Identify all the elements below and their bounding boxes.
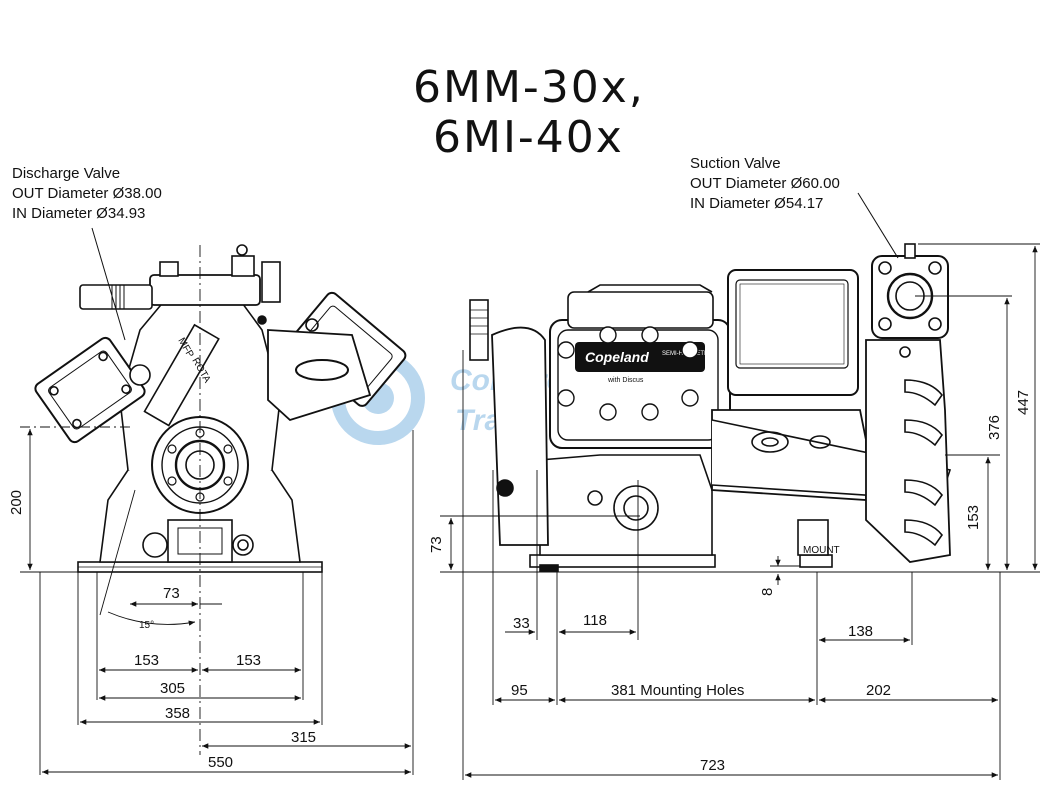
side-dim-33: 33 — [513, 615, 530, 632]
side-dim-118: 118 — [583, 612, 607, 629]
front-dim-200: 200 — [8, 490, 25, 515]
front-view-compressor — [34, 244, 407, 573]
suction-out-diameter: OUT Diameter Ø60.00 — [690, 175, 840, 192]
side-dim-95: 95 — [511, 682, 528, 699]
side-dim-447: 447 — [1015, 390, 1032, 415]
side-view-compressor: Copeland SEMI-HERMETIC with Discus — [469, 243, 952, 572]
discharge-leader-line — [91, 227, 126, 341]
discharge-valve-spec: Discharge Valve OUT Diameter Ø38.00 IN D… — [12, 164, 162, 224]
nameplate-brand: Copeland — [585, 349, 649, 365]
front-dim-153-right: 153 — [236, 652, 261, 669]
discharge-out-diameter: OUT Diameter Ø38.00 — [12, 185, 162, 202]
front-view-dimensions — [20, 245, 414, 775]
suction-valve-spec: Suction Valve OUT Diameter Ø60.00 IN Dia… — [690, 154, 840, 214]
side-dim-73: 73 — [428, 536, 445, 553]
front-dim-153-left: 153 — [134, 652, 159, 669]
side-dim-723: 723 — [700, 757, 725, 774]
discharge-valve-label: Discharge Valve — [12, 165, 121, 182]
front-dim-73: 73 — [163, 585, 180, 602]
side-dim-376: 376 — [986, 415, 1003, 440]
side-dim-8: 8 — [759, 588, 776, 596]
discharge-in-diameter: IN Diameter Ø34.93 — [12, 205, 146, 222]
suction-valve-label: Suction Valve — [690, 155, 781, 172]
front-dim-358: 358 — [165, 705, 190, 722]
side-dim-153: 153 — [965, 505, 982, 530]
side-tag: MOUNT — [803, 545, 840, 556]
title-line-1: 6MM-30x, — [413, 62, 645, 113]
side-dim-202: 202 — [866, 682, 891, 699]
side-dim-138: 138 — [848, 623, 873, 640]
front-dim-550: 550 — [208, 754, 233, 771]
front-dim-305: 305 — [160, 680, 185, 697]
nameplate-sub: with Discus — [607, 377, 644, 384]
suction-in-diameter: IN Diameter Ø54.17 — [690, 195, 824, 212]
side-view-dimensions — [440, 192, 1040, 780]
front-dim-15deg: 15° — [139, 620, 154, 631]
front-dim-315: 315 — [291, 729, 316, 746]
side-dim-381: 381 Mounting Holes — [611, 682, 744, 699]
title-line-2: 6MI-40x — [433, 112, 624, 163]
